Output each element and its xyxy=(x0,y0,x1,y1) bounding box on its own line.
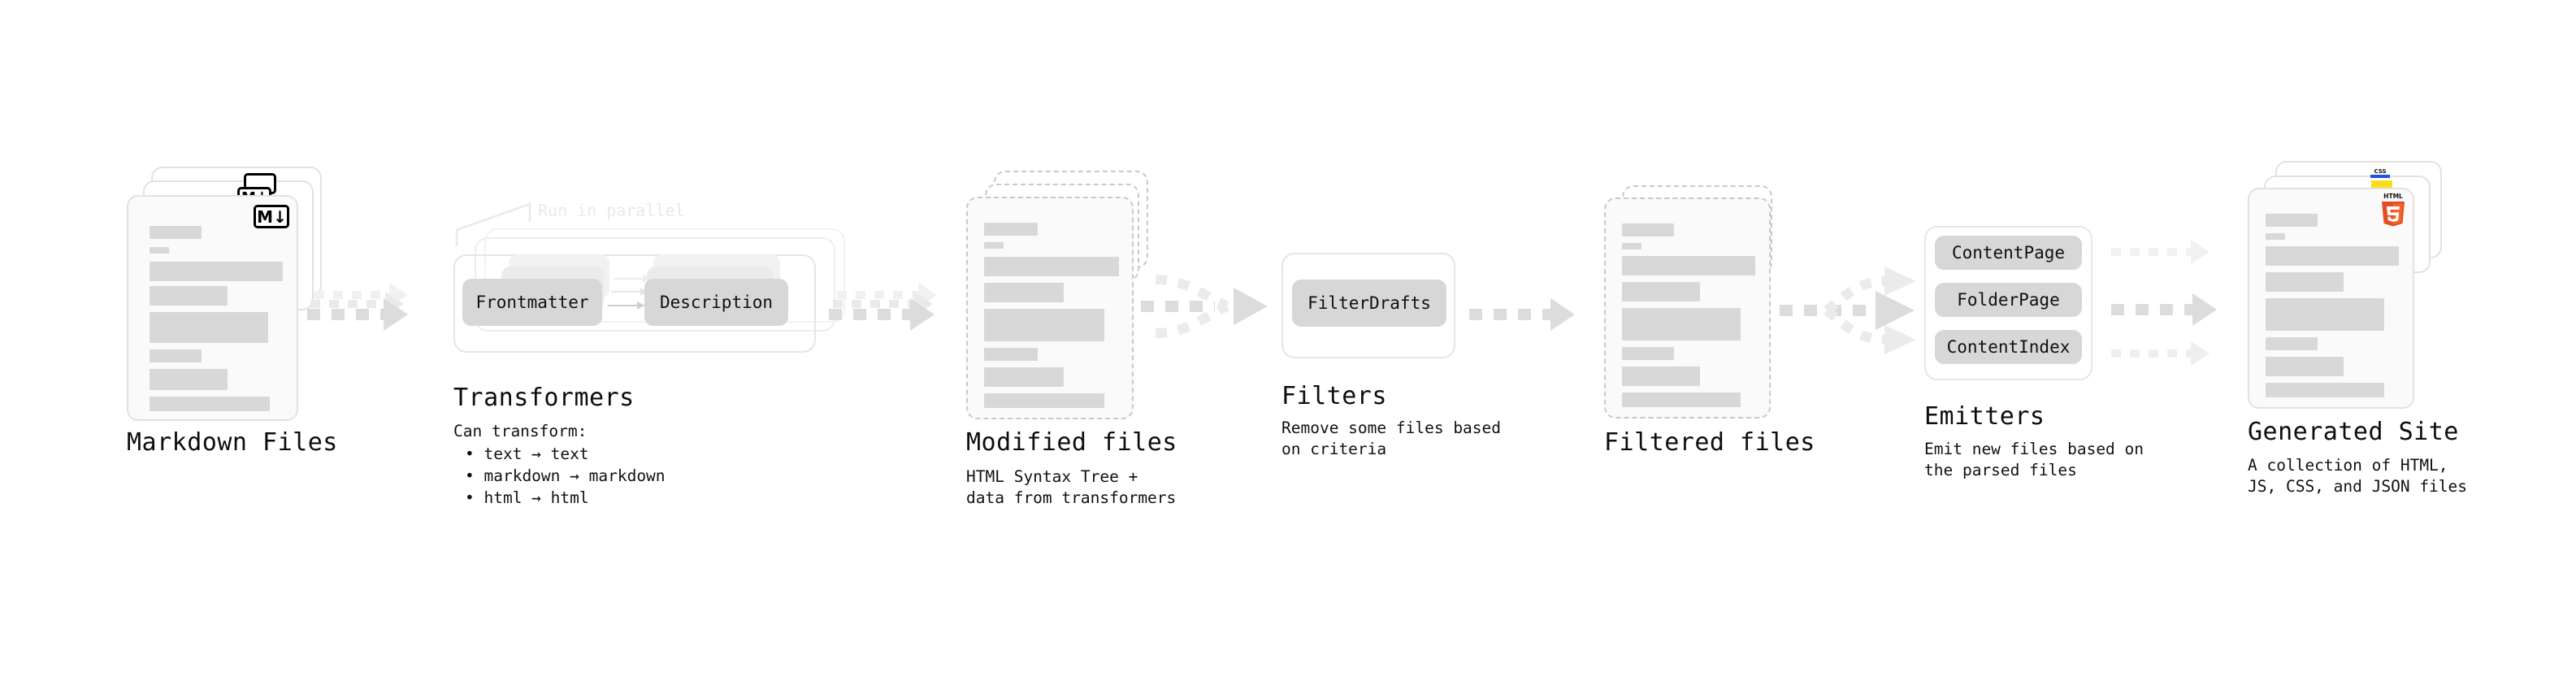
doc-bar xyxy=(1622,243,1641,249)
modified-files-description-1: HTML Syntax Tree + xyxy=(966,467,1138,486)
doc-bar xyxy=(2266,214,2318,227)
svg-text:CSS: CSS xyxy=(2374,168,2386,175)
transformers-description: Can transform: xyxy=(453,422,588,440)
filters-description-1: Remove some files based xyxy=(1281,419,1502,437)
transformer-chip-frontmatter[interactable]: Frontmatter xyxy=(462,279,602,326)
filters-description-2: on criteria xyxy=(1281,440,1387,458)
doc-bar xyxy=(150,397,270,411)
transformers-bullet-3: • html → html xyxy=(465,488,589,507)
doc-bar xyxy=(1622,367,1700,386)
doc-bar xyxy=(150,247,169,254)
filter-chip-filterdrafts[interactable]: FilterDrafts xyxy=(1292,280,1446,327)
doc-bar xyxy=(2266,298,2384,331)
split-dashed-arrow xyxy=(1780,267,1916,354)
filters-group xyxy=(1281,253,1455,358)
doc-bar xyxy=(984,393,1104,408)
page-title-transformers: Transformers xyxy=(453,384,635,412)
emitter-chip-contentpage[interactable]: ContentPage xyxy=(1935,236,2082,270)
doc-bar xyxy=(2266,272,2344,292)
emitter-chip-contentindex[interactable]: ContentIndex xyxy=(1935,330,2082,364)
html5-icon: HTML xyxy=(2379,191,2407,227)
transformer-chip-description[interactable]: Description xyxy=(644,279,788,326)
merge-dashed-arrow xyxy=(1141,275,1268,338)
doc-bar xyxy=(1622,223,1674,236)
emitters-description-2: the parsed files xyxy=(1924,461,2077,479)
doc-bar xyxy=(1622,256,1755,275)
doc-bar xyxy=(984,242,1004,249)
doc-bar xyxy=(984,283,1064,302)
transformer-flow-arrow-front xyxy=(608,301,644,310)
emitters-description-1: Emit new files based on xyxy=(1924,440,2144,458)
markdown-icon-letter: M xyxy=(257,206,273,227)
doc-bar xyxy=(150,286,228,306)
doc-bar xyxy=(1622,282,1700,301)
site-card-front xyxy=(2248,188,2414,409)
emitter-chip-folderpage[interactable]: FolderPage xyxy=(1935,283,2082,317)
markdown-icon-arrow: ↓ xyxy=(273,206,287,227)
doc-bar xyxy=(150,226,202,239)
doc-bar xyxy=(984,367,1064,387)
doc-bar xyxy=(1622,308,1741,340)
doc-bar xyxy=(150,369,228,390)
modified-card-front xyxy=(966,197,1134,419)
page-title-modified-files: Modified files xyxy=(966,428,1177,457)
doc-bar xyxy=(2266,246,2399,266)
emitters-group xyxy=(1924,226,2092,380)
doc-bar xyxy=(1622,347,1674,360)
transformers-bullet-2: • markdown → markdown xyxy=(465,466,666,485)
page-title-generated-site: Generated Site xyxy=(2248,418,2459,446)
doc-bar xyxy=(984,309,1104,341)
doc-bar xyxy=(150,262,283,281)
doc-bar xyxy=(2266,383,2384,397)
page-title-markdown-files: Markdown Files xyxy=(127,428,338,457)
markdown-card-front xyxy=(127,195,298,421)
transformers-group-front xyxy=(453,254,816,353)
doc-bar xyxy=(984,223,1038,236)
transformers-bullet-1: • text → text xyxy=(465,445,589,463)
modified-files-description-2: data from transformers xyxy=(966,488,1177,507)
generated-site-description-1: A collection of HTML, xyxy=(2248,456,2448,475)
doc-bar xyxy=(2266,233,2285,240)
doc-bar xyxy=(150,349,202,362)
svg-text:HTML: HTML xyxy=(2383,193,2403,200)
doc-bar xyxy=(1622,393,1741,407)
markdown-icon: M ↓ xyxy=(254,205,289,228)
doc-bar xyxy=(2266,357,2344,376)
doc-bar xyxy=(150,312,268,343)
doc-bar xyxy=(2266,337,2318,350)
run-in-parallel-bracket xyxy=(455,202,531,246)
transformer-flow-arrow-back-1 xyxy=(611,288,648,296)
transformer-flow-arrow-back-2 xyxy=(614,275,650,283)
run-in-parallel-label: Run in parallel xyxy=(538,201,685,220)
filtered-card-front xyxy=(1604,197,1771,419)
css3-icon: CSS xyxy=(2370,166,2391,182)
doc-bar xyxy=(984,348,1038,361)
page-title-emitters: Emitters xyxy=(1924,402,2045,431)
generated-site-description-2: JS, CSS, and JSON files xyxy=(2248,477,2468,496)
page-title-filters: Filters xyxy=(1281,382,1387,410)
page-title-filtered-files: Filtered files xyxy=(1604,428,1815,457)
doc-bar xyxy=(984,257,1119,276)
